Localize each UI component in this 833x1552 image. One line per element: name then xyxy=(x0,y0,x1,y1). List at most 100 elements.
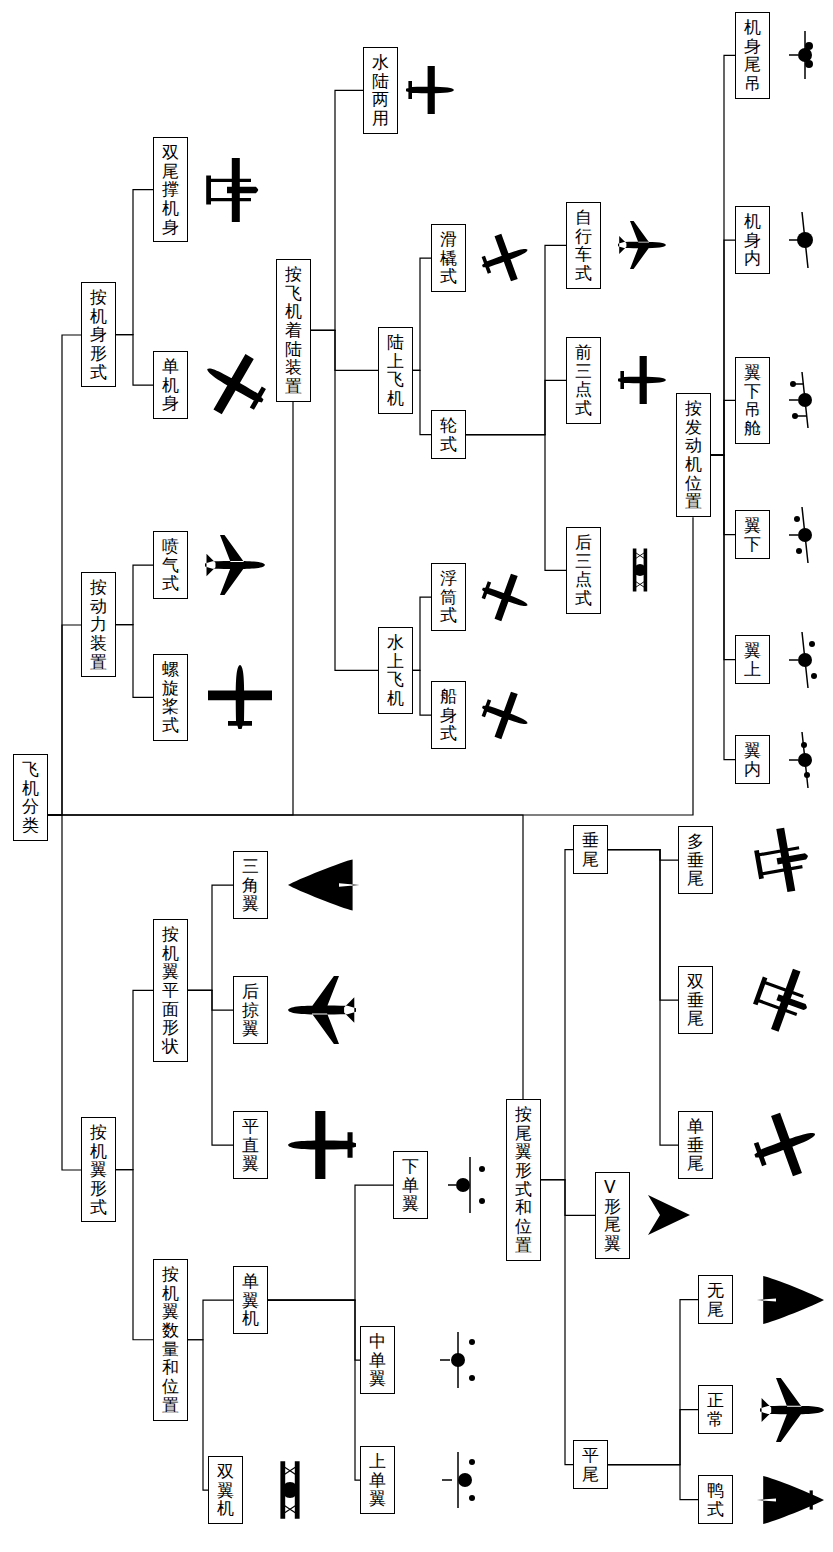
node-label: 多垂尾 xyxy=(687,832,704,888)
jet-plane xyxy=(205,535,265,595)
tree-connector xyxy=(188,990,233,1010)
tree-connector xyxy=(608,1300,698,1465)
category-box: 翼上 xyxy=(735,635,770,684)
tree-connector xyxy=(311,330,378,370)
tree-connector xyxy=(711,400,735,455)
node-label: 轮式 xyxy=(440,416,457,453)
category-box: 中单翼 xyxy=(360,1326,395,1394)
node-label: 垂尾 xyxy=(582,831,599,868)
multi-fin-plane xyxy=(751,824,813,896)
category-box: 按机翼形式 xyxy=(81,1117,116,1222)
node-label: 按发动机位置 xyxy=(685,399,702,511)
node-label: 双尾撑机身 xyxy=(162,143,179,236)
node-label: 翼内 xyxy=(744,741,761,778)
node-label: 前三点式 xyxy=(575,343,592,418)
mid-wing-icon xyxy=(440,1332,475,1388)
canard-plane xyxy=(757,1476,824,1524)
category-box: 水上飞机 xyxy=(378,627,413,714)
category-box: 船身式 xyxy=(431,681,466,749)
tree-connector xyxy=(608,850,678,1145)
tree-connector xyxy=(188,885,233,990)
flying-boat xyxy=(474,684,536,746)
category-box: 上单翼 xyxy=(360,1446,395,1514)
node-label: 双翼机 xyxy=(217,1462,234,1518)
tree-connector xyxy=(608,1465,698,1500)
category-box: 陆上飞机 xyxy=(378,327,413,414)
twin-fin-plane xyxy=(747,960,818,1038)
node-label: 浮筒式 xyxy=(440,569,457,625)
amphibian-plane xyxy=(406,66,454,114)
category-box: 单翼机 xyxy=(233,1266,268,1334)
node-label: 后三点式 xyxy=(575,533,592,608)
tree-connector xyxy=(48,517,693,815)
twin-boom-plane xyxy=(206,158,258,222)
low-wing-icon xyxy=(448,1157,485,1213)
category-box: 飞机分类 xyxy=(13,754,48,841)
category-box: 机身内 xyxy=(735,206,770,274)
category-box: 自行车式 xyxy=(566,202,601,289)
tree-connector xyxy=(711,455,735,760)
category-box: 后三点式 xyxy=(566,527,601,614)
tree-connector xyxy=(311,90,363,330)
engine-in-fuselage-icon xyxy=(789,212,813,268)
tree-connector xyxy=(116,625,153,698)
tree-connector xyxy=(188,1300,233,1340)
category-box: 翼内 xyxy=(735,735,770,784)
tree-connector xyxy=(413,370,431,434)
node-label: 按动力装置 xyxy=(90,578,107,671)
tree-connector xyxy=(541,1180,595,1216)
node-label: 翼上 xyxy=(744,641,761,678)
tree-connector xyxy=(311,330,378,670)
tree-connector xyxy=(413,597,431,670)
swept-wing-plane xyxy=(288,976,356,1044)
node-label: 单垂尾 xyxy=(687,1117,704,1173)
node-label: 平直翼 xyxy=(242,1117,259,1173)
category-box: 滑橇式 xyxy=(431,224,466,292)
category-box: 平尾 xyxy=(573,1440,608,1489)
tree-connector xyxy=(268,1300,360,1480)
node-label: 无尾 xyxy=(707,1281,724,1318)
node-label: 按机翼数量和位置 xyxy=(162,1265,179,1415)
tree-connector xyxy=(413,258,431,370)
node-label: 翼下 xyxy=(744,516,761,553)
tree-connector xyxy=(466,245,566,434)
node-label: V形尾翼 xyxy=(604,1178,621,1253)
node-label: 滑橇式 xyxy=(440,230,457,286)
tree-connector xyxy=(711,455,735,535)
category-box: 按发动机位置 xyxy=(676,393,711,517)
v-tail-icon xyxy=(648,1195,690,1235)
tailwheel-plane xyxy=(633,548,647,591)
node-label: 中单翼 xyxy=(369,1332,386,1388)
category-box: 翼下吊舱 xyxy=(735,357,770,444)
tree-connector xyxy=(116,565,153,625)
high-wing-icon xyxy=(442,1452,475,1508)
node-label: 单翼机 xyxy=(242,1272,259,1328)
tree-connector xyxy=(188,1340,208,1490)
tree-connector xyxy=(466,435,566,571)
single-fuselage-plane xyxy=(191,341,278,428)
engine-rear-fuselage-icon xyxy=(789,31,813,79)
tree-connector xyxy=(268,1300,360,1360)
biplane-icon xyxy=(280,1461,299,1519)
tree-connector xyxy=(608,850,678,860)
tree-connector xyxy=(711,455,735,660)
category-box: 无尾 xyxy=(698,1275,733,1324)
node-label: 陆上飞机 xyxy=(387,333,404,408)
node-label: 按机翼平面形状 xyxy=(162,925,179,1056)
category-box: 按机翼平面形状 xyxy=(153,919,188,1062)
node-label: 按尾翼形式和位置 xyxy=(515,1105,532,1255)
node-label: 船身式 xyxy=(440,687,457,743)
node-label: 后掠翼 xyxy=(242,982,259,1038)
float-plane xyxy=(474,566,536,628)
category-box: 按机翼数量和位置 xyxy=(153,1259,188,1421)
node-label: 水上飞机 xyxy=(387,633,404,708)
category-box: 双尾撑机身 xyxy=(153,137,188,242)
tree-connector xyxy=(48,402,293,815)
tree-connector xyxy=(48,625,81,815)
category-box: 按机身形式 xyxy=(81,282,116,387)
category-box: 单垂尾 xyxy=(678,1111,713,1179)
tricycle-gear-plane xyxy=(618,356,666,404)
tree-connector xyxy=(116,1170,153,1340)
category-box: 平直翼 xyxy=(233,1111,268,1179)
